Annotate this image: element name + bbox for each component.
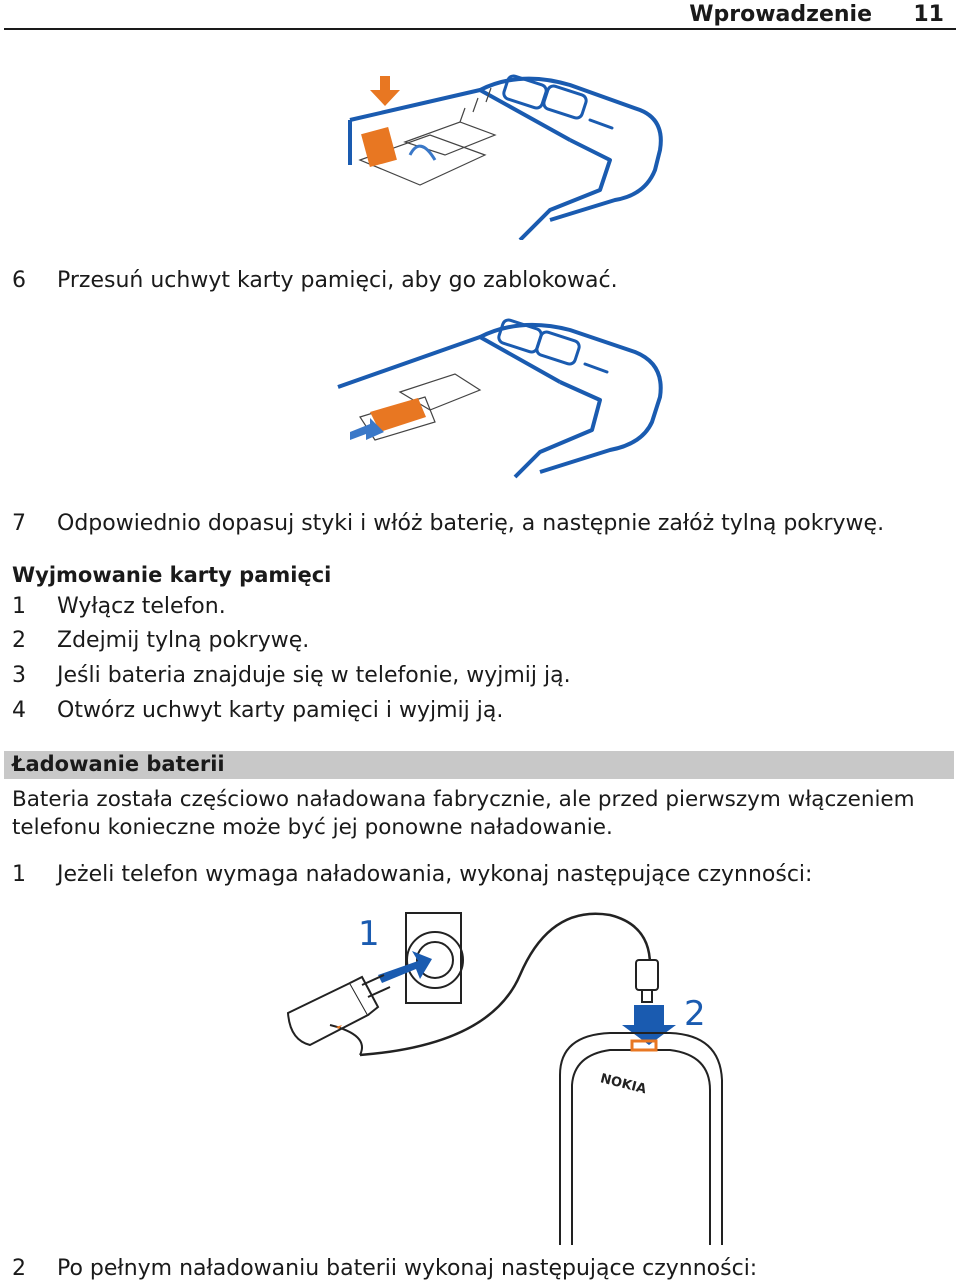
brand-logo: NOKIA: [599, 1071, 648, 1097]
charger: [286, 974, 391, 1047]
charging-step-2: 2 Po pełnym naładowaniu baterii wykonaj …: [0, 1256, 960, 1284]
step-number: 1: [12, 594, 26, 619]
step-text: Wyłącz telefon.: [57, 594, 226, 619]
remove-card-heading: Wyjmowanie karty pamięci: [12, 563, 332, 587]
remove-step-3: 3 Jeśli bateria znajduje się w telefonie…: [0, 663, 960, 691]
step-text: Po pełnym naładowaniu baterii wykonaj na…: [57, 1256, 758, 1281]
charging-heading-band: Ładowanie baterii: [4, 751, 954, 779]
step-number: 2: [12, 628, 26, 653]
page-number: 11: [913, 2, 944, 27]
step-number: 6: [12, 268, 26, 293]
step-text: Otwórz uchwyt karty pamięci i wyjmij ją.: [57, 698, 504, 723]
chapter-title: Wprowadzenie: [689, 2, 872, 27]
step-number: 3: [12, 663, 26, 688]
step-7: 7 Odpowiednio dopasuj styki i włóż bater…: [0, 511, 960, 539]
page-header: Wprowadzenie 11: [0, 0, 960, 30]
wall-socket: [405, 912, 464, 1004]
step-6: 6 Przesuń uchwyt karty pamięci, aby go z…: [0, 268, 960, 296]
remove-step-1: 1 Wyłącz telefon.: [0, 594, 960, 622]
charging-paragraph: Bateria została częściowo naładowana fab…: [12, 787, 915, 840]
phone: [559, 1032, 723, 1245]
memory-card-insert-illustration: [348, 74, 663, 240]
step-number: 7: [12, 511, 26, 536]
plug-arrow-icon: [378, 951, 432, 983]
step-text: Odpowiednio dopasuj styki i włóż baterię…: [57, 511, 885, 536]
charging-step-1: 1 Jeżeli telefon wymaga naładowania, wyk…: [0, 862, 960, 890]
header-divider: [4, 28, 956, 30]
remove-step-4: 4 Otwórz uchwyt karty pamięci i wyjmij j…: [0, 698, 960, 726]
card-holder-lock-illustration: [337, 318, 663, 479]
remove-step-2: 2 Zdejmij tylną pokrywę.: [0, 628, 960, 656]
step-text: Zdejmij tylną pokrywę.: [57, 628, 310, 653]
charging-illustration: 1 2 NOKIA: [286, 912, 723, 1245]
illustration-label-1: 1: [358, 914, 380, 954]
charging-heading: Ładowanie baterii: [12, 752, 225, 776]
connect-arrow-icon: [622, 1005, 676, 1045]
step-text: Jeśli bateria znajduje się w telefonie, …: [57, 663, 571, 688]
charging-cable: [359, 912, 652, 1057]
step-number: 4: [12, 698, 26, 723]
step-text: Przesuń uchwyt karty pamięci, aby go zab…: [57, 268, 618, 293]
step-text: Jeżeli telefon wymaga naładowania, wykon…: [57, 862, 813, 887]
illustration-label-2: 2: [684, 994, 706, 1034]
step-number: 2: [12, 1256, 26, 1281]
step-number: 1: [12, 862, 26, 887]
